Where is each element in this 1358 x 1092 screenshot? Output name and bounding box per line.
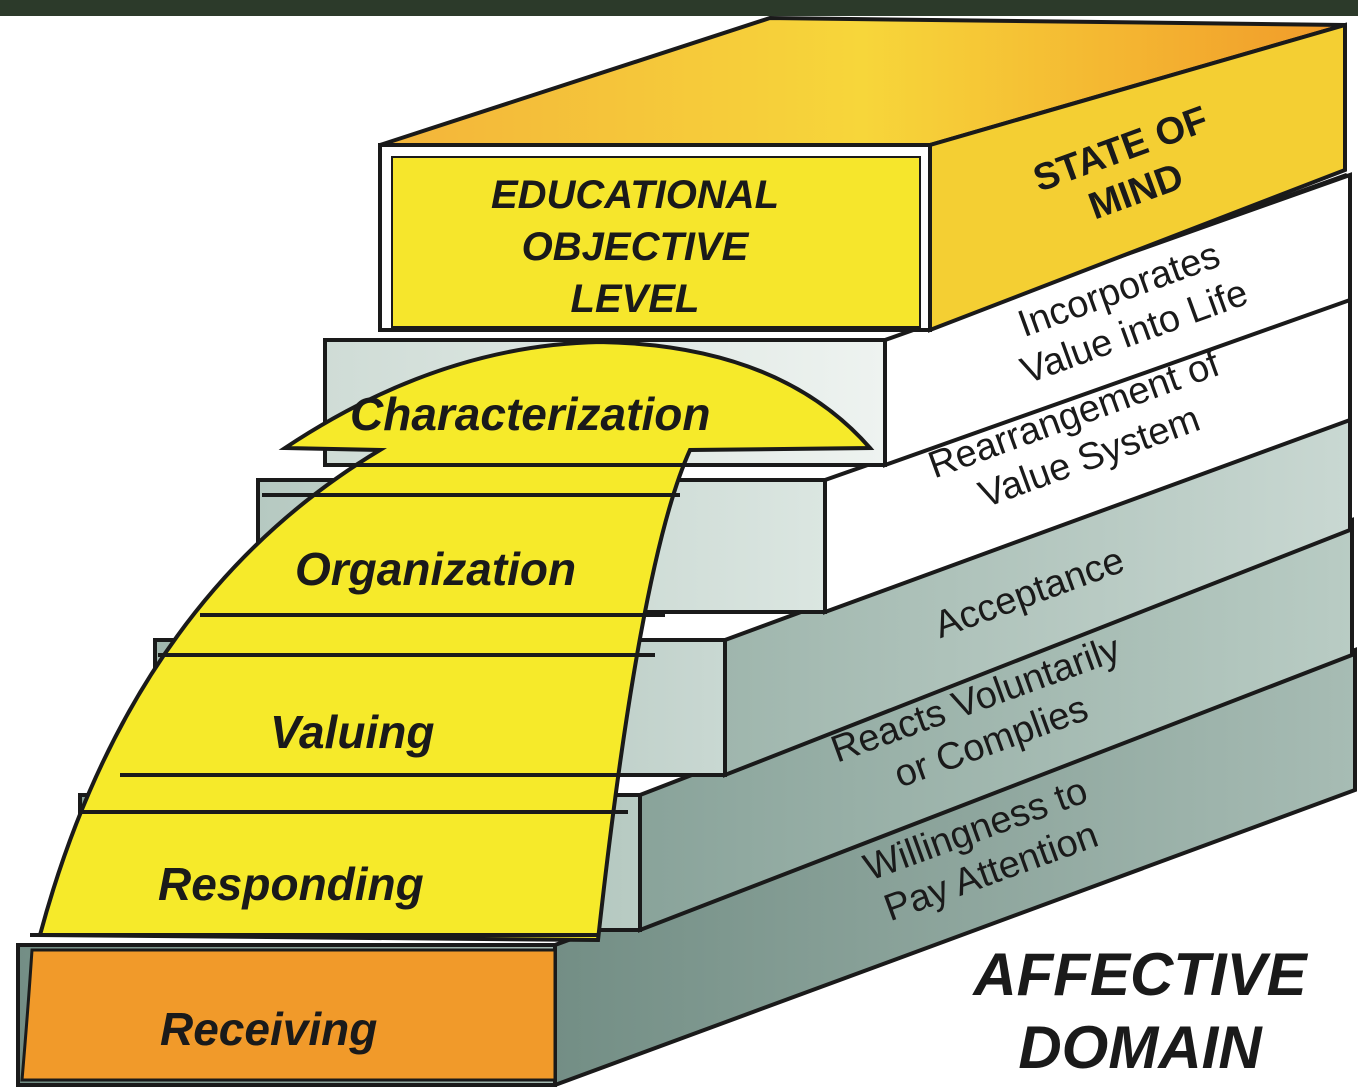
objective-heading-line-1: EDUCATIONAL (491, 173, 779, 217)
domain-title-line-2: DOMAIN (1018, 1014, 1263, 1081)
level-name-responding: Responding (158, 858, 424, 910)
arch-receiving-fill (20, 948, 557, 1082)
header-box (378, 15, 1347, 333)
objective-column-heading: EDUCATIONAL OBJECTIVE LEVEL (491, 173, 779, 321)
top-dark-band (0, 0, 1358, 16)
level-name-characterization: Characterization (350, 388, 710, 440)
arch (20, 339, 875, 1082)
arch-body (37, 339, 875, 943)
header-box-front-yellow (391, 156, 921, 328)
level-name-organization: Organization (295, 543, 576, 595)
objective-heading-line-3: LEVEL (571, 277, 700, 321)
domain-title: AFFECTIVE DOMAIN (971, 941, 1308, 1081)
level-names: Characterization Organization Valuing Re… (158, 388, 710, 1055)
level-name-valuing: Valuing (270, 706, 434, 758)
objective-heading-line-2: OBJECTIVE (522, 225, 750, 269)
domain-title-line-1: AFFECTIVE (971, 941, 1308, 1008)
level-name-receiving: Receiving (160, 1003, 377, 1055)
